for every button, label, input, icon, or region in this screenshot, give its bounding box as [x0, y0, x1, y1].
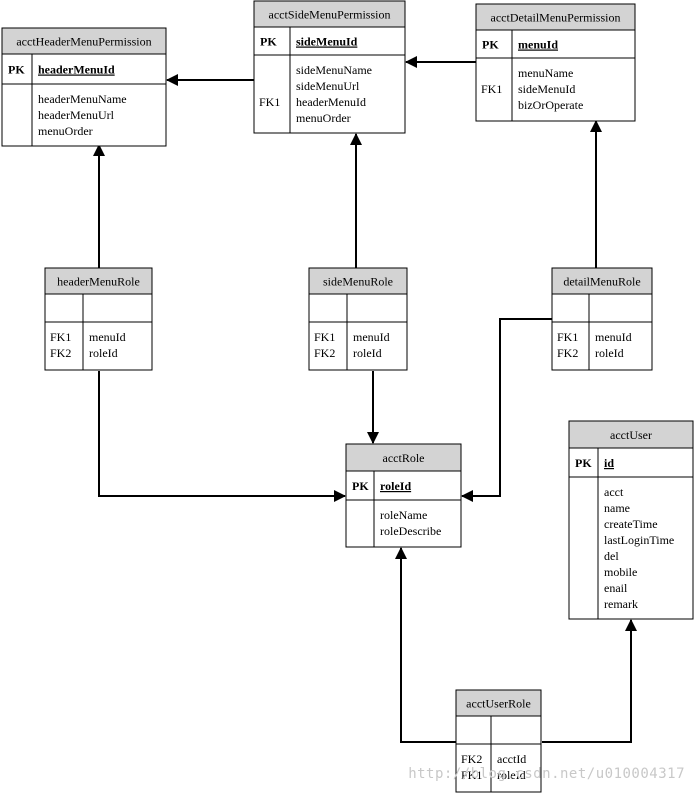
relationship-headerMenuRole-to-acctRole [98, 371, 346, 502]
pk-label: PK [8, 63, 25, 77]
entity-header [345, 443, 462, 472]
entity-title: acctRole [383, 451, 425, 465]
entity-title: acctUser [610, 428, 652, 442]
pk-field: menuId [518, 38, 558, 52]
relationship-lines [93, 56, 637, 743]
attribute-name: headerMenuName [38, 92, 127, 106]
attribute-name: headerMenuId [296, 95, 366, 109]
attribute-name: menuId [89, 330, 126, 344]
pk-field: headerMenuId [38, 63, 115, 77]
attribute-key: FK2 [461, 752, 482, 766]
pk-label: PK [575, 456, 592, 470]
entity-header [568, 420, 694, 449]
entity-header [475, 3, 636, 31]
entity-header [551, 267, 653, 295]
attribute-name: roleId [353, 346, 382, 360]
attribute-name: bizOrOperate [518, 98, 583, 112]
entity-header [455, 689, 542, 717]
attribute-key: FK1 [259, 95, 280, 109]
attribute-name: acctId [497, 752, 526, 766]
attribute-name: menuName [518, 66, 573, 80]
attribute-key: FK1 [461, 768, 482, 782]
watermark: http://blog.csdn.net/u010004317 [408, 766, 685, 782]
pk-field: roleId [380, 479, 411, 493]
attribute-name: del [604, 549, 619, 563]
entity-title: detailMenuRole [563, 275, 640, 289]
attribute-key: FK2 [557, 346, 578, 360]
attribute-name: name [604, 501, 630, 515]
pk-field: sideMenuId [296, 35, 358, 49]
entity-title: sideMenuRole [323, 275, 393, 289]
attribute-name: sideMenuId [518, 82, 575, 96]
entity-title: acctDetailMenuPermission [491, 11, 621, 25]
attribute-key: FK1 [50, 330, 71, 344]
entity-header [44, 267, 153, 295]
attribute-name: roleDescribe [380, 524, 441, 538]
entity-header [1, 27, 167, 55]
attribute-name: menuId [353, 330, 390, 344]
attribute-name: lastLoginTime [604, 533, 674, 547]
attribute-name: roleId [497, 768, 526, 782]
attribute-name: enail [604, 581, 628, 595]
attribute-key: FK2 [314, 346, 335, 360]
entity-box [568, 420, 694, 620]
pk-label: PK [260, 35, 277, 49]
attribute-name: sideMenuName [296, 63, 372, 77]
attribute-name: acct [604, 485, 624, 499]
attribute-name: roleName [380, 508, 427, 522]
entity-title: acctUserRole [466, 697, 531, 711]
attribute-name: menuOrder [296, 111, 351, 125]
pk-label: PK [482, 38, 499, 52]
attribute-name: sideMenuUrl [296, 79, 360, 93]
entity-title: headerMenuRole [57, 275, 140, 289]
pk-label: PK [352, 479, 369, 493]
attribute-key: FK1 [481, 82, 502, 96]
attribute-name: headerMenuUrl [38, 108, 115, 122]
pk-field: id [604, 456, 614, 470]
entity-header [253, 0, 406, 28]
relationship-acctUserRole-to-acctUser [542, 619, 637, 743]
entity-title: acctHeaderMenuPermission [16, 35, 151, 49]
attribute-name: mobile [604, 565, 637, 579]
attribute-key: FK2 [50, 346, 71, 360]
attribute-name: roleId [89, 346, 118, 360]
attribute-name: menuOrder [38, 124, 93, 138]
entity-header [308, 267, 408, 295]
entity-title: acctSideMenuPermission [269, 8, 391, 22]
attribute-name: remark [604, 597, 638, 611]
attribute-key: FK1 [314, 330, 335, 344]
relationship-detailMenuRole-to-acctRole [461, 318, 552, 502]
attribute-key: FK1 [557, 330, 578, 344]
attribute-name: createTime [604, 517, 658, 531]
attribute-name: menuId [595, 330, 632, 344]
relationship-acctUserRole-to-acctRole [395, 547, 456, 743]
attribute-name: roleId [595, 346, 624, 360]
